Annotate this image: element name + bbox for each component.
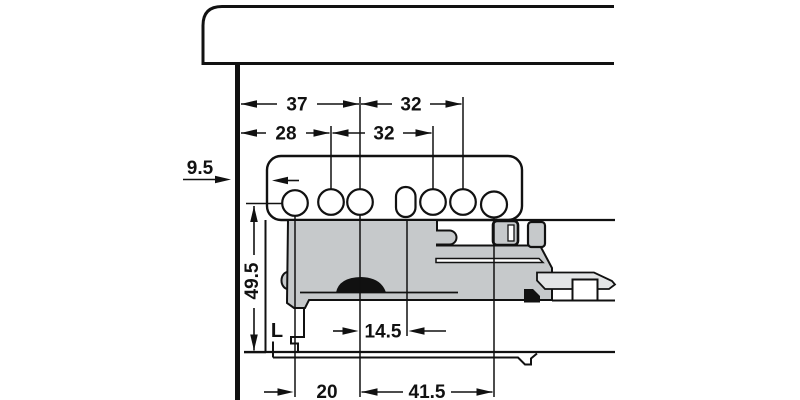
arrowhead xyxy=(361,388,378,396)
drill-hole-4 xyxy=(419,188,447,216)
runner-side-label: L xyxy=(271,320,283,342)
drill-hole-1 xyxy=(281,189,309,217)
extension-lines xyxy=(294,97,495,397)
arrowhead xyxy=(343,100,359,108)
catch-block xyxy=(571,278,599,302)
dimension-arrowheads xyxy=(215,100,493,396)
dimension-text-backgrounds xyxy=(242,95,451,400)
runner-black-corner xyxy=(524,289,540,303)
front-step-hook xyxy=(290,308,305,352)
arrowhead xyxy=(250,206,258,222)
cabinet-top-panel xyxy=(201,5,614,65)
arrowhead xyxy=(241,100,257,108)
arrowhead xyxy=(445,100,462,108)
clip-piece-b xyxy=(526,220,547,249)
arrowhead xyxy=(272,176,288,185)
clip-piece-a-slot xyxy=(507,224,515,242)
arrowhead xyxy=(215,175,231,184)
arrowhead xyxy=(415,129,432,137)
bottom-rail xyxy=(244,341,615,366)
dim-value-49-5: 49.5 xyxy=(242,262,263,299)
arrowhead xyxy=(361,100,378,108)
dimension-texts: 37 32 28 32 9.5 49.5 L 14.5 20 41.5 xyxy=(187,95,446,400)
dim-value-9-5: 9.5 xyxy=(187,158,214,179)
arrowhead xyxy=(332,129,349,137)
arrowhead xyxy=(241,129,257,137)
runner-slit xyxy=(435,257,545,264)
dim-value-28: 28 xyxy=(275,124,296,145)
arrowhead xyxy=(408,327,425,335)
drill-hole-2 xyxy=(317,188,345,216)
dim-value-14-5: 14.5 xyxy=(365,322,402,343)
drill-hole-6 xyxy=(479,190,509,219)
arrowhead xyxy=(277,388,294,396)
drill-hole-5 xyxy=(449,188,477,216)
drill-hole-3 xyxy=(346,188,374,216)
runner-profile xyxy=(280,218,617,352)
slot-hole xyxy=(394,185,417,219)
arrowhead xyxy=(342,327,359,335)
arrowhead xyxy=(313,129,330,137)
dim-value-32-mid: 32 xyxy=(373,124,394,145)
dim-value-32-top: 32 xyxy=(400,95,421,116)
runner-cam-blob xyxy=(336,277,386,293)
arrowhead xyxy=(250,334,258,351)
cabinet xyxy=(201,5,614,400)
dim-value-20: 20 xyxy=(316,382,337,400)
arrowhead xyxy=(476,388,493,396)
rail-bottom-line xyxy=(273,352,538,366)
dim-value-37: 37 xyxy=(286,95,307,116)
dim-value-41-5: 41.5 xyxy=(409,382,446,400)
